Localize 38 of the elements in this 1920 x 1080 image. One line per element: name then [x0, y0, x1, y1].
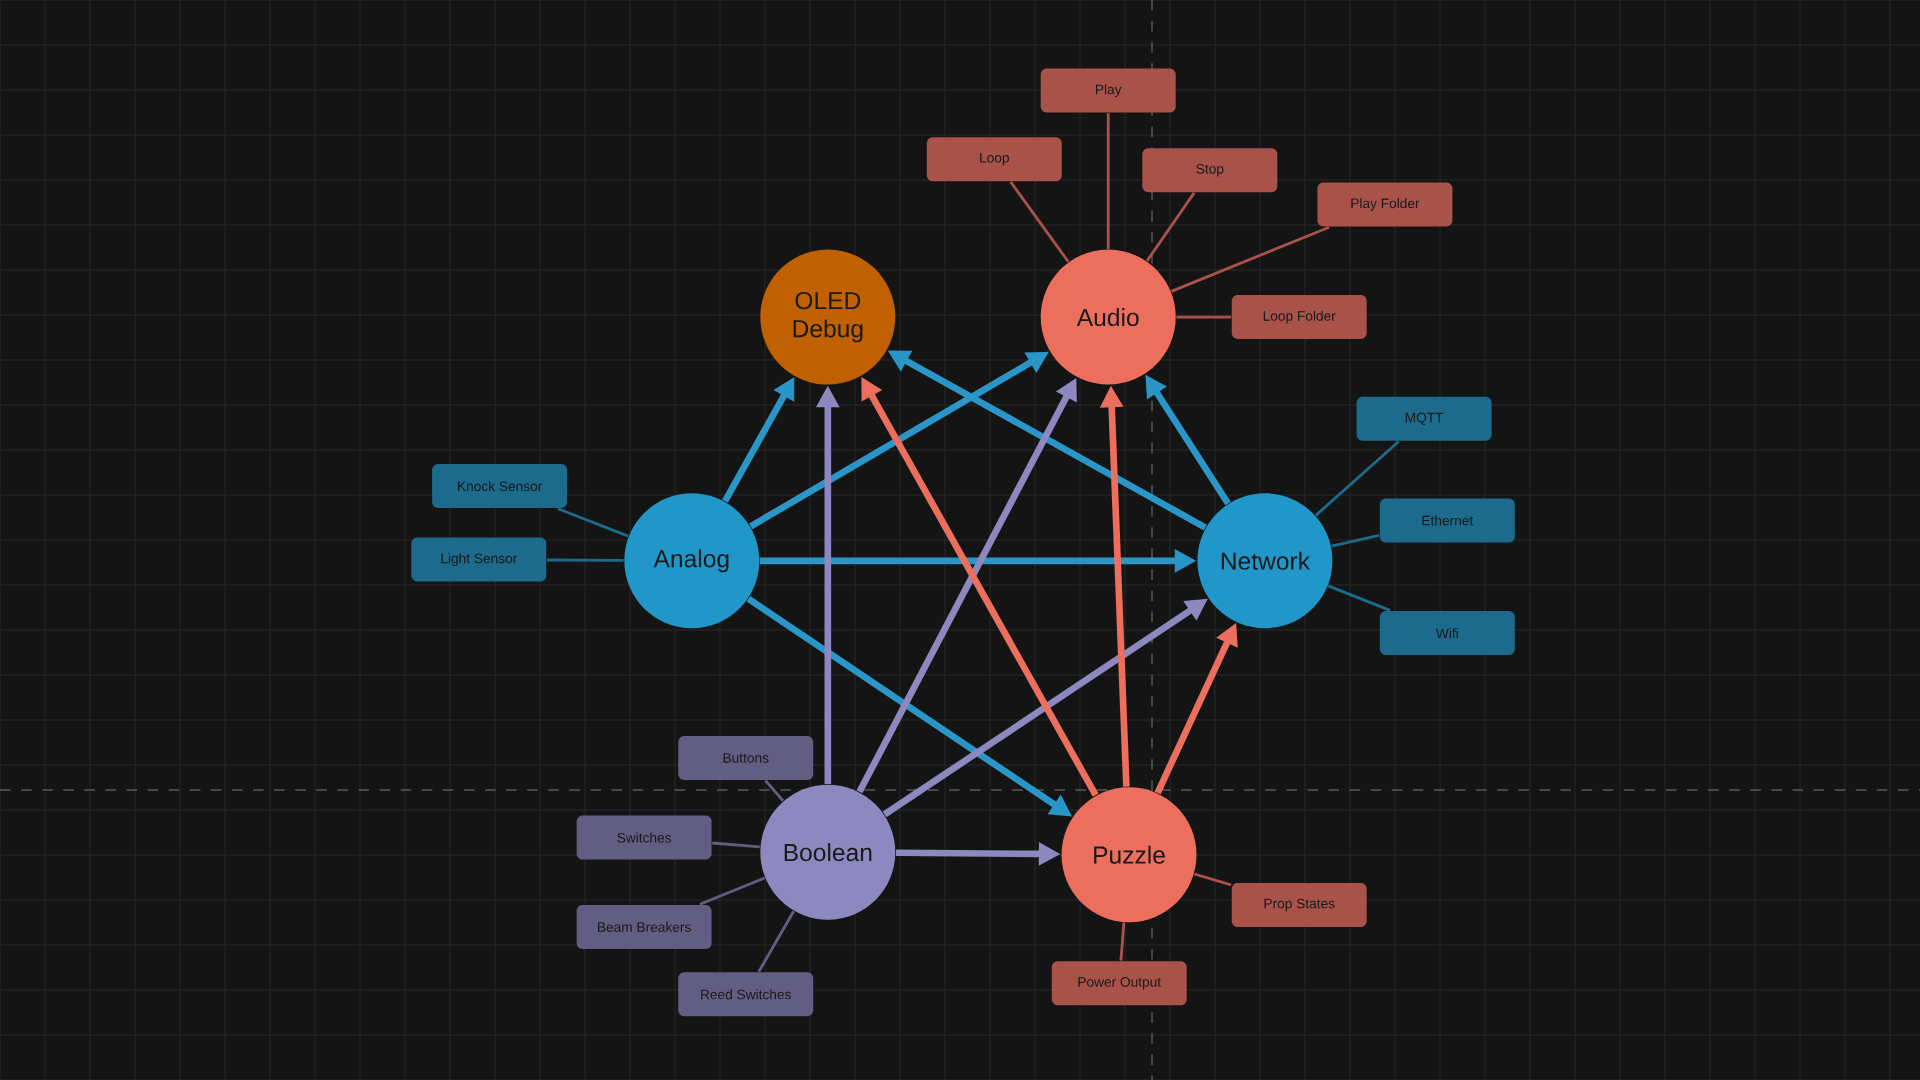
connector-line — [1145, 192, 1196, 262]
connector-line — [1327, 584, 1391, 612]
label-box: Loop Folder — [1231, 295, 1367, 340]
circle-node: OLED Debug — [760, 249, 896, 385]
label-box: MQTT — [1356, 396, 1492, 441]
label-box: Switches — [576, 815, 712, 860]
circle-node: Puzzle — [1061, 787, 1197, 923]
label-box: Knock Sensor — [432, 464, 568, 509]
connector-line — [1106, 113, 1110, 249]
connector-line — [712, 841, 760, 849]
circle-node: Audio — [1040, 249, 1176, 385]
label-box: Beam Breakers — [576, 904, 712, 949]
connector-line — [1331, 534, 1380, 548]
label-box: Buttons — [678, 736, 814, 780]
connector-line — [757, 910, 795, 973]
connector-line — [547, 558, 624, 562]
connector-line — [1119, 922, 1126, 961]
label-box: Power Output — [1051, 961, 1187, 1006]
label-box: Play — [1040, 68, 1176, 113]
connector-line — [1194, 872, 1232, 887]
circle-node: Boolean — [760, 784, 896, 920]
circle-node: Network — [1197, 493, 1333, 629]
circle-node: Analog — [624, 493, 760, 629]
connector-line — [557, 507, 629, 538]
connector-line — [699, 876, 766, 906]
connector-line — [1314, 440, 1400, 517]
label-box: Stop — [1142, 148, 1278, 193]
label-box: Wifi — [1379, 611, 1515, 656]
connector-line — [1170, 225, 1330, 293]
label-box: Loop — [926, 137, 1062, 182]
label-box: Reed Switches — [678, 972, 814, 1017]
label-box: Prop States — [1231, 882, 1367, 927]
label-box: Play Folder — [1317, 182, 1453, 227]
connector-line — [764, 779, 785, 802]
connector-line — [1009, 181, 1070, 263]
label-box: Light Sensor — [411, 537, 547, 582]
label-box: Ethernet — [1379, 498, 1515, 543]
connector-line — [1176, 315, 1231, 319]
